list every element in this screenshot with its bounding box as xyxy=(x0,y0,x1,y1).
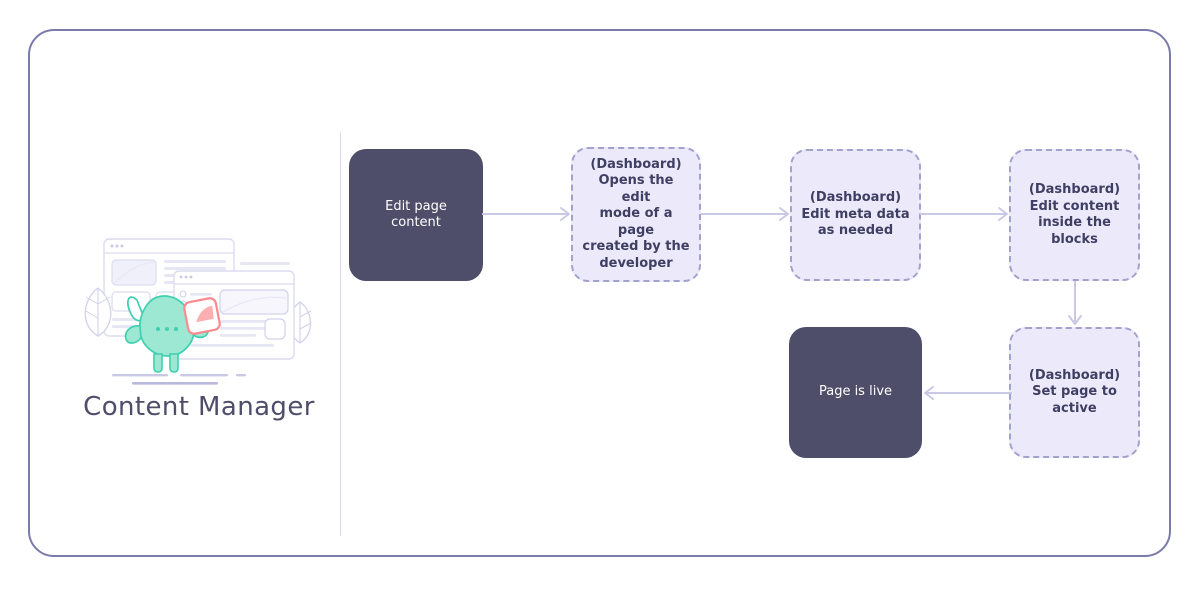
flow-node-label: (Dashboard) Edit content inside the bloc… xyxy=(1028,182,1121,247)
flow-node-edit-meta-data[interactable]: (Dashboard) Edit meta data as needed xyxy=(790,149,921,281)
connector-edit-content-blocks-to-set-page-active xyxy=(1068,281,1082,325)
connector-edit-meta-data-to-edit-content-blocks xyxy=(920,207,1008,221)
left-panel: Content Manager xyxy=(68,226,330,441)
flow-node-label: Edit page content xyxy=(385,198,447,231)
flow-node-label: (Dashboard) Opens the edit mode of a pag… xyxy=(582,156,690,271)
flow-node-page-is-live[interactable]: Page is live xyxy=(789,327,922,458)
page-title: Content Manager xyxy=(83,392,315,422)
flow-node-label: (Dashboard) Set page to active xyxy=(1028,367,1121,416)
section-divider xyxy=(340,132,341,536)
content-manager-illustration xyxy=(84,238,312,385)
connector-set-page-active-to-page-is-live xyxy=(924,386,1012,400)
flow-node-label: Page is live xyxy=(818,384,893,400)
flow-node-set-page-active[interactable]: (Dashboard) Set page to active xyxy=(1009,327,1140,458)
connector-edit-page-content-to-opens-edit-mode xyxy=(482,207,570,221)
flow-node-label: (Dashboard) Edit meta data as needed xyxy=(801,190,910,239)
diagram-frame: Content Manager Edit page content (Dashb… xyxy=(28,29,1171,557)
connector-opens-edit-mode-to-edit-meta-data xyxy=(701,207,789,221)
flow-node-opens-edit-mode[interactable]: (Dashboard) Opens the edit mode of a pag… xyxy=(571,147,701,282)
content-card xyxy=(183,297,221,335)
ground-lines xyxy=(112,374,246,385)
flow-node-edit-page-content[interactable]: Edit page content xyxy=(349,149,483,281)
flow-node-edit-content-blocks[interactable]: (Dashboard) Edit content inside the bloc… xyxy=(1009,149,1140,281)
leaf-left xyxy=(84,287,112,337)
